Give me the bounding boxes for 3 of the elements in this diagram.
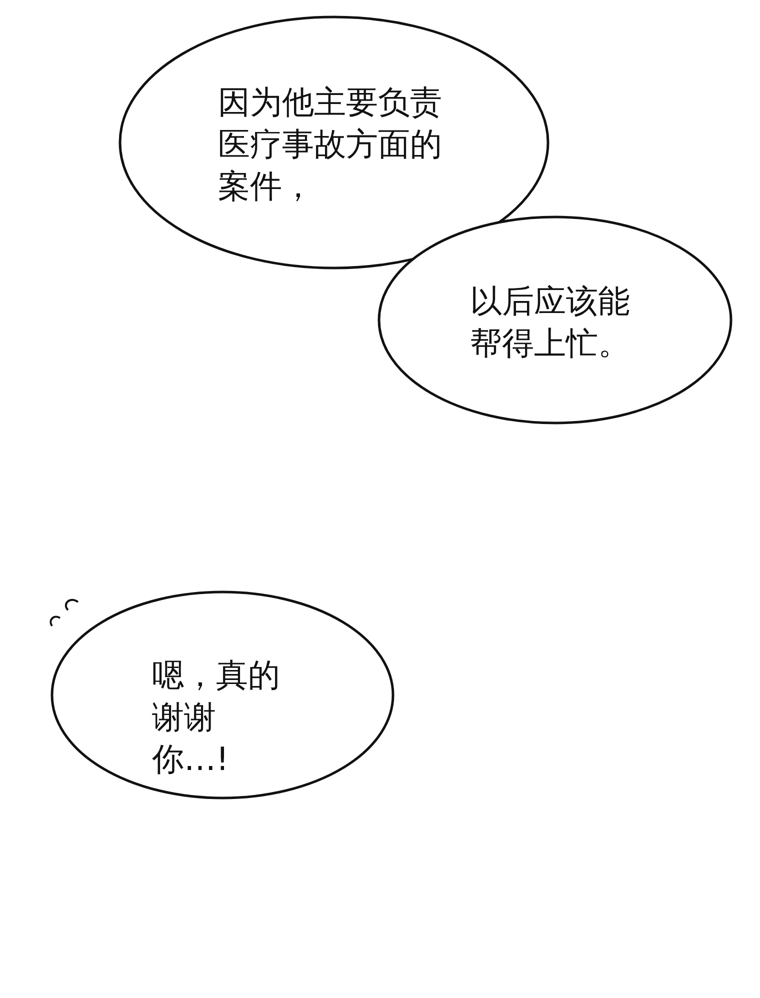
dialogue-text: 以后应该能帮得上忙。: [470, 281, 631, 364]
dialogue-text: 嗯，真的谢谢你…!: [152, 655, 281, 780]
dialogue-text: 因为他主要负责医疗事故方面的案件，: [218, 82, 443, 207]
